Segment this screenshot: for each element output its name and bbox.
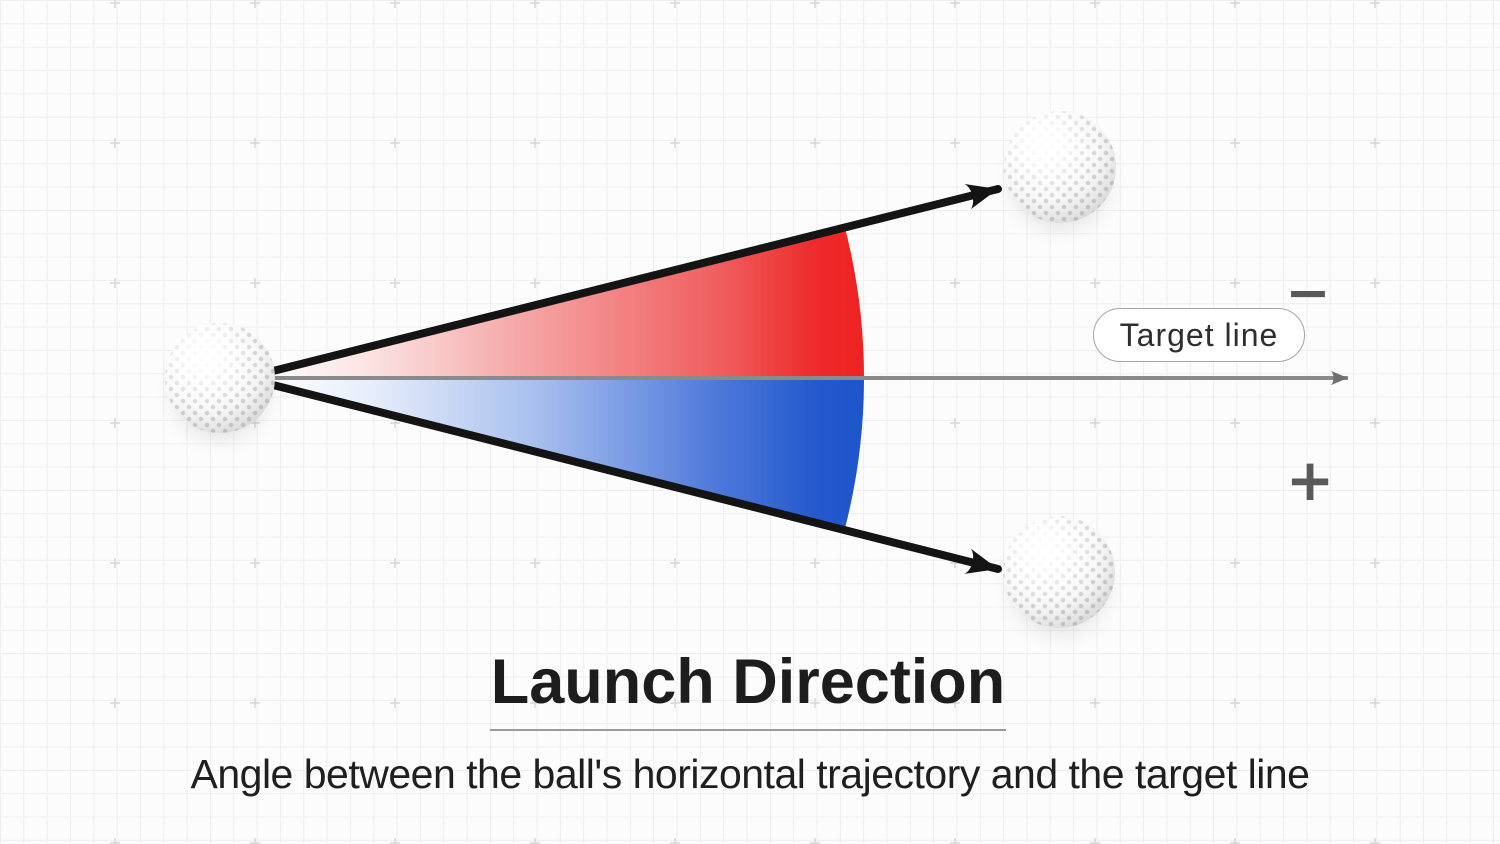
upper-trajectory-arrow <box>269 183 1002 375</box>
target-line-label-text: Target line <box>1119 316 1279 353</box>
page-subtitle: Angle between the ball's horizontal traj… <box>190 751 1310 797</box>
minus-icon: − <box>1284 261 1332 324</box>
title-divider <box>490 729 1006 731</box>
page-title: Launch Direction <box>490 647 1006 717</box>
negative-angle-symbol: − <box>1285 260 1331 324</box>
golf-ball-lower-icon <box>1003 516 1115 628</box>
plus-icon: + <box>1286 446 1335 514</box>
target-line-label: Target line <box>1093 308 1305 362</box>
positive-angle-symbol: + <box>1285 446 1335 514</box>
lower-trajectory-arrow <box>269 381 1002 574</box>
golf-ball-start-icon <box>165 323 275 433</box>
golf-ball-upper-icon <box>1004 111 1116 223</box>
